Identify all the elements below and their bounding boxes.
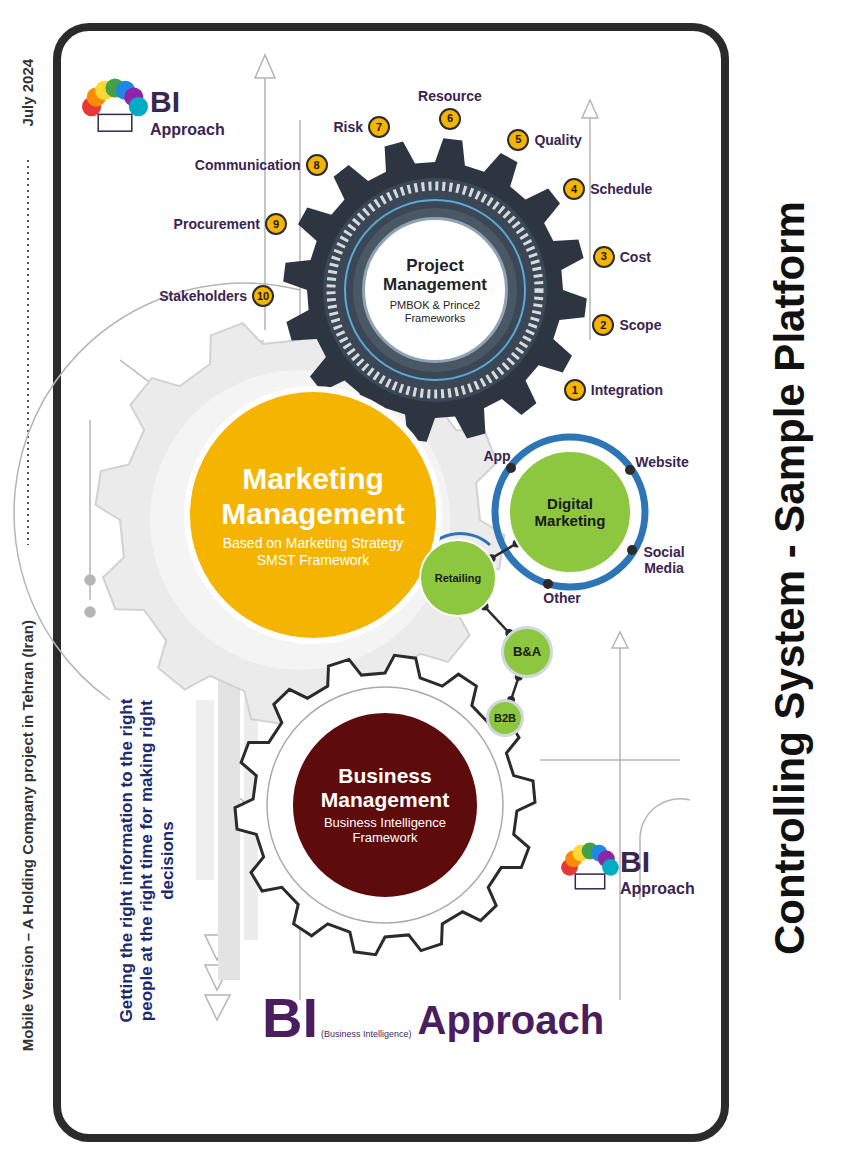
gear-hub: Project ManagementPMBOK & Prince2 Framew… (362, 217, 508, 363)
node-heading: B&A (513, 645, 541, 660)
callout-number: 5 (507, 129, 529, 151)
knowledge-area: Stakeholders (159, 288, 247, 304)
phone-frame (57, 27, 725, 1138)
node-heading: Marketing Management (210, 462, 416, 531)
slogan: Getting the right information to the rig… (117, 670, 178, 1050)
dotted-line (27, 160, 29, 545)
business-gear (235, 655, 535, 954)
callout-number: 8 (306, 154, 328, 176)
logo-petal (129, 97, 148, 116)
channel-label: Website (635, 454, 688, 470)
decor-lines (14, 55, 690, 1020)
node-heading: Retailing (435, 572, 481, 585)
decor-shape (543, 579, 553, 589)
decor-shape (353, 208, 517, 372)
decor-shape (345, 200, 525, 380)
node-heading: Business Management (308, 764, 462, 812)
knowledge-area: Procurement (174, 216, 260, 232)
logo-text: Approach (620, 881, 695, 897)
channel-circle: B&A (501, 626, 553, 678)
callout-number: 3 (593, 246, 615, 268)
decor-shape (625, 465, 635, 475)
node-subtext: PMBOK & Prince2 Frameworks (377, 299, 494, 324)
knowledge-area: Schedule (590, 181, 652, 197)
business-circle: Business ManagementBusiness Intelligence… (289, 709, 481, 901)
node-text-wrap: Marketing ManagementBased on Marketing S… (210, 462, 416, 567)
channel-circle: Retailing (419, 539, 497, 617)
node-text-wrap: Digital Marketing (521, 495, 620, 530)
knowledge-area: Scope (619, 317, 661, 333)
node-text-wrap: Retailing (427, 572, 489, 585)
decor-shape (267, 687, 503, 923)
callout-number: 10 (252, 285, 274, 307)
channel-circle: B2B (486, 699, 524, 737)
logo-text: BI (150, 87, 180, 117)
marketing-circle: Marketing ManagementBased on Marketing S… (184, 386, 442, 644)
callout-number: 1 (564, 379, 586, 401)
node-heading: Project Management (377, 256, 494, 295)
node-text-wrap: Project ManagementPMBOK & Prince2 Framew… (377, 256, 494, 324)
channel-label: App (483, 448, 510, 464)
callout-number: 6 (439, 108, 461, 130)
knowledge-area: Integration (591, 382, 663, 398)
knowledge-area: Communication (195, 157, 301, 173)
node-subtext: Based on Marketing Strategy SMST Framewo… (210, 535, 416, 567)
node-text-wrap: B2B (490, 712, 520, 725)
digital-circle: Digital Marketing (508, 450, 632, 574)
logo-base (575, 874, 604, 889)
logo-petal (602, 859, 619, 876)
knowledge-area: Risk (333, 119, 363, 135)
gears (96, 138, 645, 955)
node-text-wrap: B&A (506, 645, 548, 660)
node-heading: Digital Marketing (521, 495, 620, 530)
digital-ring (495, 437, 645, 587)
callout-number: 4 (563, 178, 585, 200)
channel-label: Other (543, 590, 580, 606)
connector (492, 543, 517, 558)
connector (485, 607, 510, 633)
footer-logo: BI (262, 990, 318, 1046)
decor-shape (150, 370, 450, 670)
gear-ticks (331, 186, 539, 394)
logo-base (98, 114, 132, 131)
node-subtext: Business Intelligence Framework (308, 816, 462, 846)
knowledge-area: Quality (534, 132, 581, 148)
knowledge-area: Resource (418, 88, 482, 104)
logo-text: Approach (150, 122, 225, 138)
margin-note: Mobile Version – A Holding Company proje… (19, 555, 36, 1115)
node-text-wrap: Business ManagementBusiness Intelligence… (308, 764, 462, 846)
knowledge-area: Cost (620, 249, 651, 265)
node-heading: B2B (494, 712, 516, 725)
decor-shape (506, 463, 516, 473)
margin-note: July 2024 (19, 32, 36, 152)
decor-shape (323, 178, 547, 402)
footer-logo: (Business Intelligence) (321, 1029, 412, 1039)
logo-text: BI (620, 847, 650, 877)
decor-shape (627, 545, 637, 555)
channel-label: Social Media (636, 544, 692, 576)
footer-logo: Approach (418, 1000, 605, 1040)
page-title: Controlling System - Sample Platform (766, 163, 814, 993)
